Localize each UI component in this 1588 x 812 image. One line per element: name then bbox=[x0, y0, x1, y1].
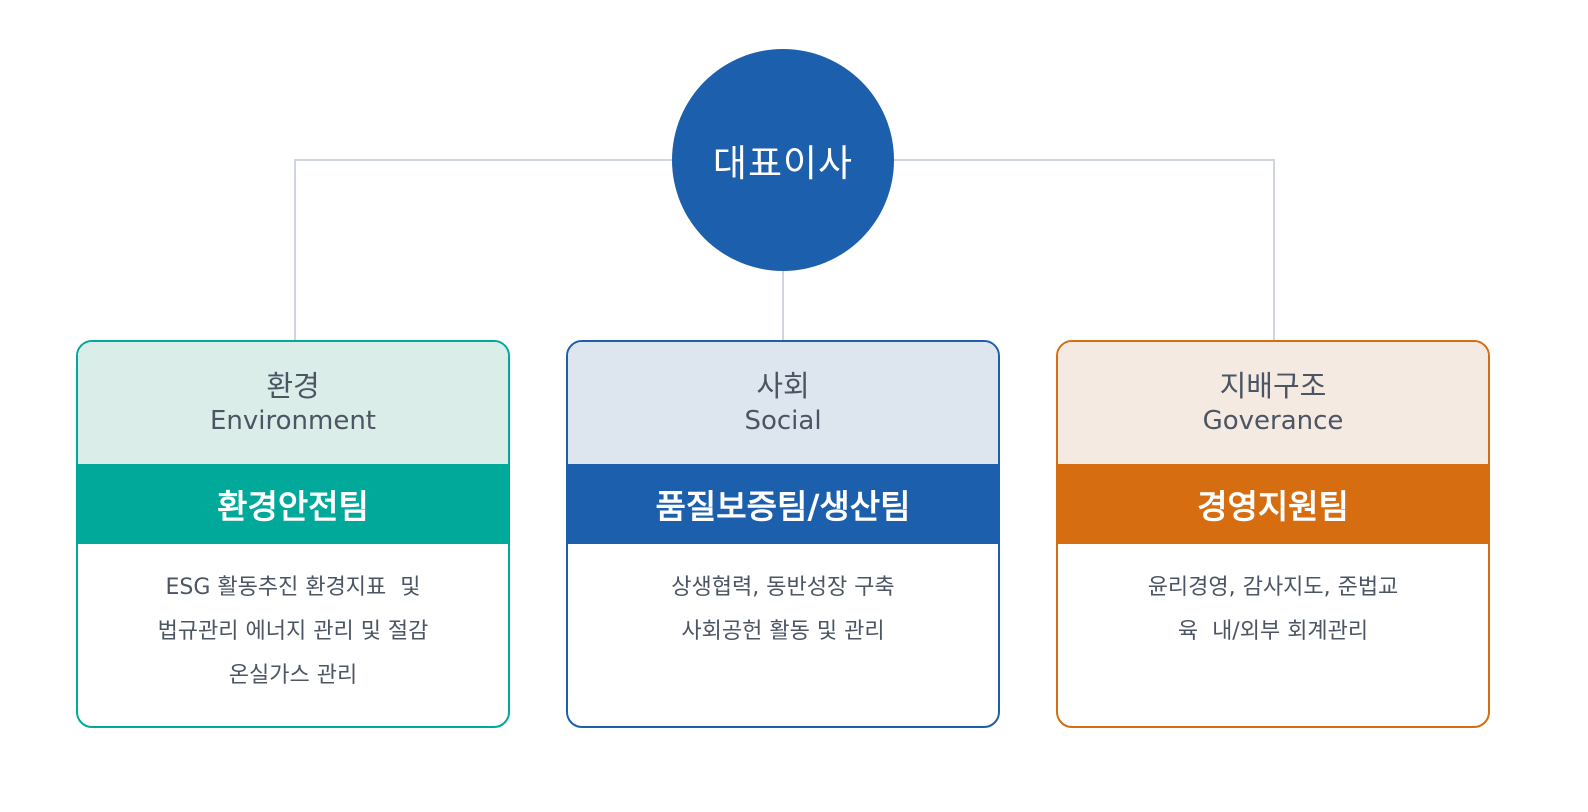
social-title-en: Social bbox=[744, 406, 822, 436]
duty-line: 법규관리 에너지 관리 및 절감 bbox=[157, 619, 429, 644]
social-duties: 상생협력, 동반성장 구축 사회공헌 활동 및 관리 bbox=[568, 544, 998, 654]
ceo-label: 대표이사 bbox=[712, 142, 854, 185]
environment-card: 환경 Environment 환경안전팀 ESG 활동추진 환경지표 및 법규관… bbox=[76, 340, 510, 728]
duty-line: 온실가스 관리 bbox=[228, 663, 358, 688]
social-card: 사회 Social 품질보증팀/생산팀 상생협력, 동반성장 구축 사회공헌 활… bbox=[566, 340, 1000, 728]
duty-line: 윤리경영, 감사지도, 준법교 bbox=[1147, 575, 1399, 600]
governance-header: 지배구조 Goverance bbox=[1058, 342, 1488, 464]
ceo-node: 대표이사 bbox=[672, 49, 894, 271]
environment-title-en: Environment bbox=[209, 406, 377, 436]
environment-title-ko: 환경 bbox=[266, 369, 320, 403]
governance-title-en: Goverance bbox=[1202, 406, 1344, 436]
social-team: 품질보증팀/생산팀 bbox=[568, 464, 998, 544]
environment-header: 환경 Environment bbox=[78, 342, 508, 464]
governance-duties: 윤리경영, 감사지도, 준법교 육 내/외부 회계관리 bbox=[1058, 544, 1488, 654]
connector-left bbox=[294, 159, 672, 340]
social-title-ko: 사회 bbox=[756, 369, 810, 403]
governance-title-ko: 지배구조 bbox=[1219, 369, 1327, 403]
duty-line: ESG 활동추진 환경지표 및 bbox=[165, 575, 421, 600]
duty-line: 육 내/외부 회계관리 bbox=[1177, 619, 1369, 644]
duty-line: 상생협력, 동반성장 구축 bbox=[671, 575, 895, 600]
governance-card: 지배구조 Goverance 경영지원팀 윤리경영, 감사지도, 준법교 육 내… bbox=[1056, 340, 1490, 728]
duty-line: 사회공헌 활동 및 관리 bbox=[681, 619, 885, 644]
governance-team: 경영지원팀 bbox=[1058, 464, 1488, 544]
social-header: 사회 Social bbox=[568, 342, 998, 464]
environment-team: 환경안전팀 bbox=[78, 464, 508, 544]
environment-duties: ESG 활동추진 환경지표 및 법규관리 에너지 관리 및 절감 온실가스 관리 bbox=[78, 544, 508, 698]
connector-right bbox=[894, 159, 1275, 340]
